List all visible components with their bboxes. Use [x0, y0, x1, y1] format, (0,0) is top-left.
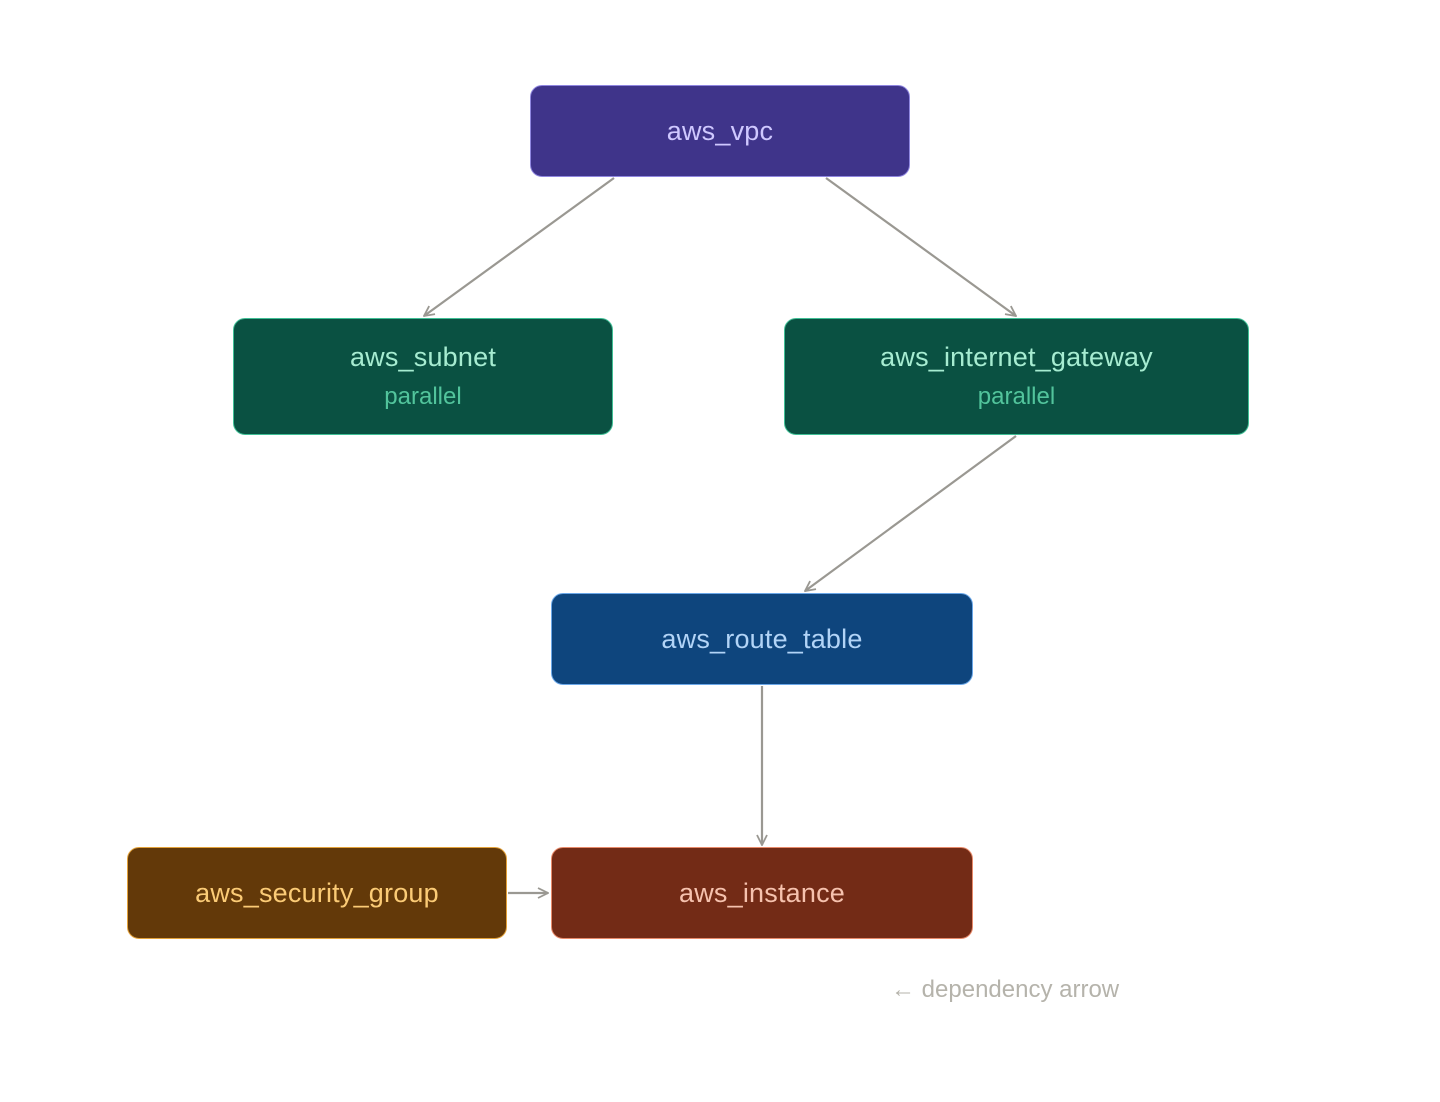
node-title: aws_route_table — [661, 623, 863, 654]
node-aws-subnet[interactable]: aws_subnet parallel — [233, 318, 613, 435]
node-aws-instance[interactable]: aws_instance — [551, 847, 973, 939]
node-title: aws_internet_gateway — [880, 341, 1153, 372]
edge-igw-to-route-table — [805, 435, 1017, 591]
legend-text: dependency arrow — [921, 976, 1120, 1003]
arrow-left-icon: ← — [891, 976, 915, 1003]
edge-vpc-to-subnet — [424, 177, 615, 316]
node-sublabel: parallel — [384, 383, 462, 411]
edge-vpc-to-igw — [825, 177, 1016, 316]
node-aws-vpc[interactable]: aws_vpc — [530, 85, 910, 177]
node-title: aws_security_group — [195, 877, 439, 908]
node-sublabel: parallel — [977, 383, 1056, 411]
node-aws-route-table[interactable]: aws_route_table — [551, 593, 973, 685]
node-aws-internet-gateway[interactable]: aws_internet_gateway parallel — [784, 318, 1249, 435]
node-title: aws_vpc — [666, 115, 774, 146]
legend: ← dependency arrow — [891, 976, 1119, 1004]
node-aws-security-group[interactable]: aws_security_group — [127, 847, 507, 939]
node-title: aws_subnet — [349, 341, 497, 372]
node-title: aws_instance — [679, 877, 845, 908]
